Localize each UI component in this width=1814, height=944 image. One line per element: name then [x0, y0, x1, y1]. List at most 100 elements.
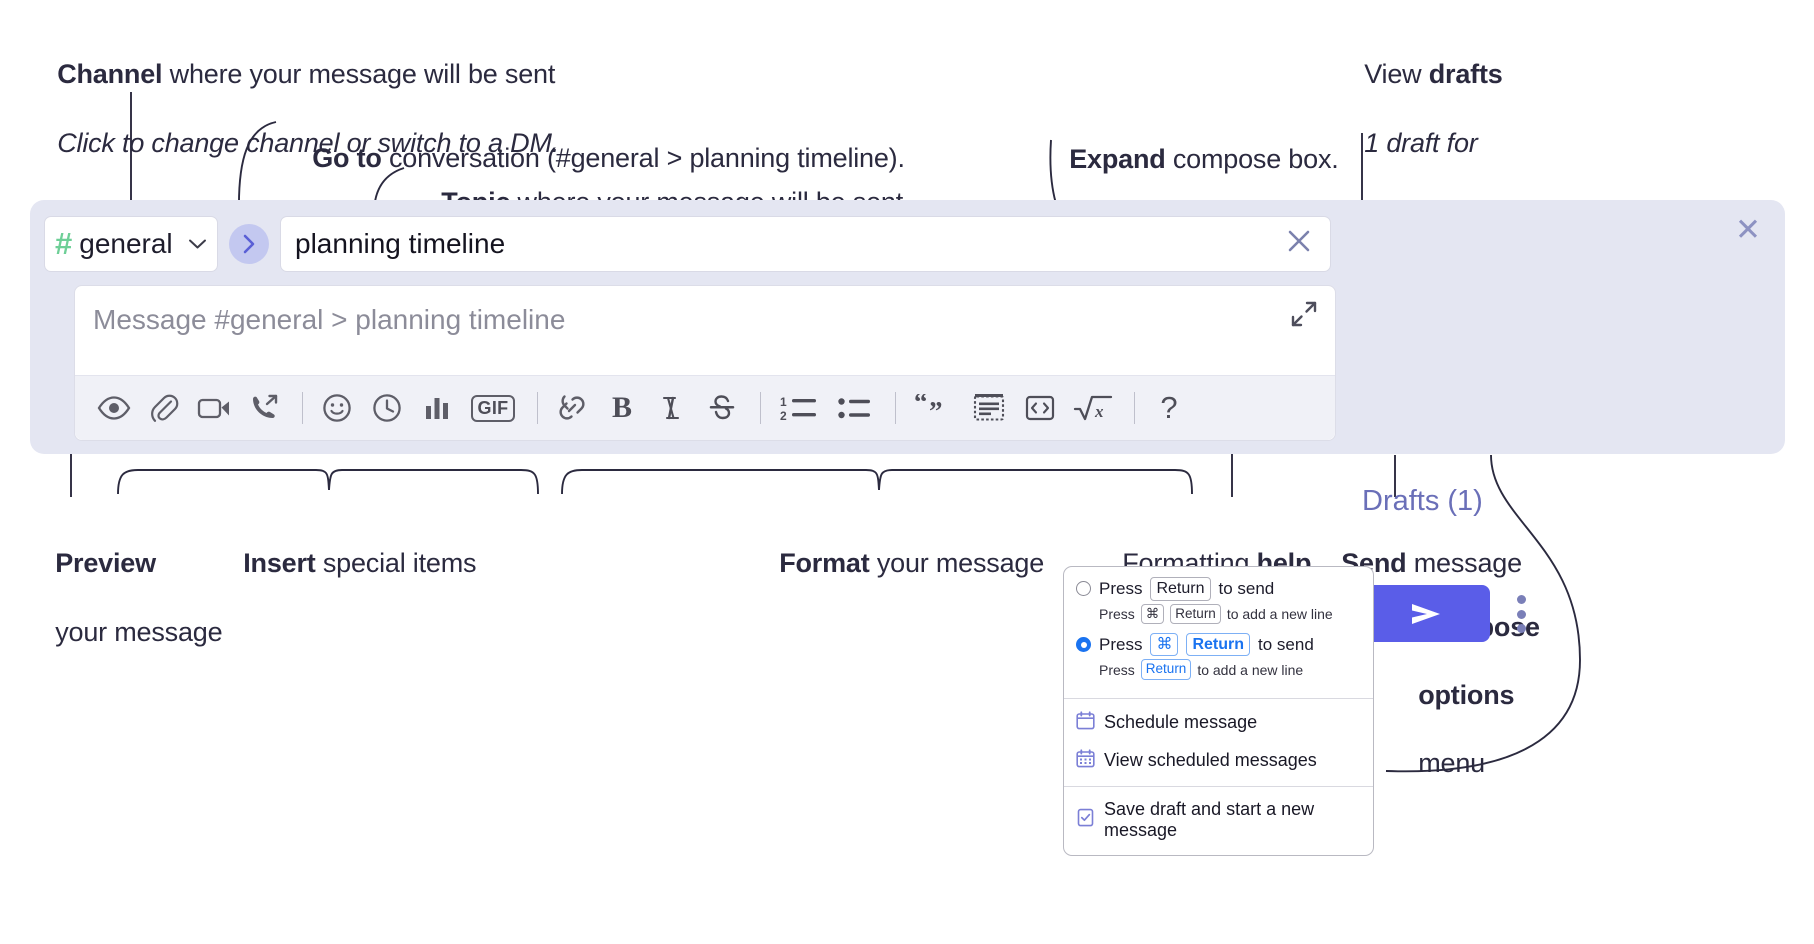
emoji-icon[interactable]	[314, 385, 360, 431]
toolbar-divider-5	[1134, 392, 1135, 424]
send-option-return[interactable]: Press Return to send	[1076, 577, 1361, 601]
send-option-cmd-return[interactable]: Press ⌘ Return to send	[1076, 632, 1361, 657]
opt1-sub-rest: to add a new line	[1226, 605, 1333, 622]
annotation-insert-strong: Insert	[243, 547, 316, 578]
compose-options-menu: Press Return to send Press ⌘ Return to a…	[1063, 566, 1374, 856]
svg-text:2: 2	[780, 409, 787, 422]
link-icon[interactable]	[549, 385, 595, 431]
annotation-goto-strong: Go to	[312, 142, 382, 173]
preview-icon[interactable]	[91, 385, 137, 431]
message-input-box[interactable]: Message #general > planning timeline	[74, 285, 1336, 441]
opt2-sub-press: Press	[1099, 661, 1135, 678]
compose-header-row: # general planning timeline	[44, 216, 1331, 272]
topic-value: planning timeline	[295, 228, 506, 259]
drafts-link[interactable]: Drafts (1)	[1362, 485, 1483, 517]
opt2-press: Press	[1099, 634, 1143, 654]
chevron-right-icon	[243, 234, 255, 254]
annotation-compose-options-line3: menu	[1418, 748, 1485, 779]
annotation-channel-rest: where your message will be sent	[162, 58, 556, 89]
toolbar-divider-3	[760, 392, 761, 424]
opt1-to-send: to send	[1218, 578, 1275, 598]
toolbar-divider-2	[537, 392, 538, 424]
annotation-format-rest: your message	[869, 547, 1045, 578]
help-icon[interactable]: ?	[1146, 385, 1192, 431]
menu-divider-1	[1064, 697, 1373, 699]
calendar-view-icon	[1076, 749, 1095, 773]
annotation-preview: Preview your message	[26, 511, 222, 684]
calendar-schedule-icon	[1076, 711, 1095, 735]
annotation-drafts-line1-strong: drafts	[1428, 58, 1503, 89]
bold-label: B	[611, 391, 632, 424]
close-icon[interactable]: ✕	[1735, 212, 1761, 247]
send-shortcut-options: Press Return to send Press ⌘ Return to a…	[1064, 567, 1373, 698]
attachment-icon[interactable]	[141, 385, 187, 431]
annotation-goto-rest: conversation (#general > planning timeli…	[381, 142, 905, 173]
send-option-cmd-return-hint: Press Return to add a new line	[1099, 659, 1361, 680]
opt1-press: Press	[1099, 578, 1143, 598]
menu-divider-2	[1064, 785, 1373, 787]
toolbar-divider	[302, 392, 303, 424]
svg-text:”: ”	[929, 396, 943, 422]
annotation-preview-line2: your message	[55, 616, 223, 647]
channel-selector[interactable]: # general	[44, 216, 218, 272]
opt1-key-return: Return	[1150, 577, 1211, 601]
video-icon[interactable]	[191, 385, 237, 431]
menu-item-view-scheduled[interactable]: View scheduled messages	[1064, 742, 1373, 780]
clock-icon[interactable]	[364, 385, 410, 431]
annotation-insert: Insert special items	[214, 511, 476, 615]
expand-icon[interactable]	[1289, 299, 1319, 329]
annotation-goto: Go to conversation (#general > planning …	[283, 106, 905, 210]
blockquote-icon[interactable]: “”	[907, 385, 961, 431]
annotation-expand-strong: Expand	[1069, 143, 1166, 174]
clear-topic-icon[interactable]	[1284, 226, 1314, 262]
gif-icon[interactable]: GIF	[464, 385, 522, 431]
annotation-compose-options-line2: options	[1418, 680, 1515, 711]
poll-icon[interactable]	[414, 385, 460, 431]
menu-item-view-scheduled-label: View scheduled messages	[1104, 750, 1317, 771]
opt2-sub-rest: to add a new line	[1197, 661, 1304, 678]
menu-item-schedule-message[interactable]: Schedule message	[1064, 704, 1373, 742]
compose-panel: ✕ # general planning timeline Messag	[30, 200, 1785, 642]
call-icon[interactable]	[241, 385, 287, 431]
bold-icon[interactable]: B	[599, 385, 645, 431]
annotation-drafts-line1-rest: View	[1364, 58, 1429, 89]
menu-item-save-draft[interactable]: Save draft and start a new message	[1064, 792, 1373, 848]
send-option-return-hint: Press ⌘ Return to add a new line	[1099, 603, 1361, 624]
opt2-sub-key-return: Return	[1140, 659, 1192, 680]
toolbar-divider-4	[895, 392, 896, 424]
draft-group: Save draft and start a new message	[1064, 787, 1373, 855]
kebab-dot-1	[1516, 595, 1526, 604]
bulleted-list-icon[interactable]	[830, 385, 880, 431]
math-icon[interactable]: x	[1067, 385, 1119, 431]
send-arrow-icon	[1412, 603, 1440, 624]
annotation-drafts-line2: 1 draft for	[1364, 127, 1478, 158]
radio-cmd-return[interactable]	[1076, 637, 1091, 653]
help-label: ?	[1160, 390, 1178, 425]
radio-return[interactable]	[1076, 581, 1091, 597]
menu-item-save-draft-label: Save draft and start a new message	[1104, 798, 1315, 840]
chevron-down-icon	[188, 235, 207, 254]
svg-text:“: “	[914, 394, 928, 417]
go-to-conversation-button[interactable]	[229, 224, 269, 264]
strikethrough-icon[interactable]	[699, 385, 745, 431]
code-block-icon[interactable]	[965, 385, 1013, 431]
code-icon[interactable]	[1017, 385, 1063, 431]
gif-label: GIF	[470, 394, 516, 422]
send-button[interactable]	[1362, 585, 1490, 642]
annotation-format-strong: Format	[779, 547, 870, 578]
save-draft-icon	[1076, 808, 1095, 832]
kebab-dot-3	[1516, 624, 1526, 633]
opt1-sub-key-cmd: ⌘	[1140, 603, 1165, 624]
annotation-expand: Expand compose box.	[1040, 107, 1339, 211]
annotation-insert-rest: special items	[315, 547, 477, 578]
opt1-sub-press: Press	[1099, 605, 1135, 622]
italic-icon[interactable]	[649, 385, 695, 431]
compose-options-button[interactable]	[1510, 592, 1532, 636]
topic-input[interactable]: planning timeline	[280, 216, 1331, 272]
opt2-key-cmd: ⌘	[1150, 632, 1179, 657]
opt2-key-return: Return	[1186, 632, 1251, 657]
annotation-send-rest: message	[1406, 547, 1522, 578]
